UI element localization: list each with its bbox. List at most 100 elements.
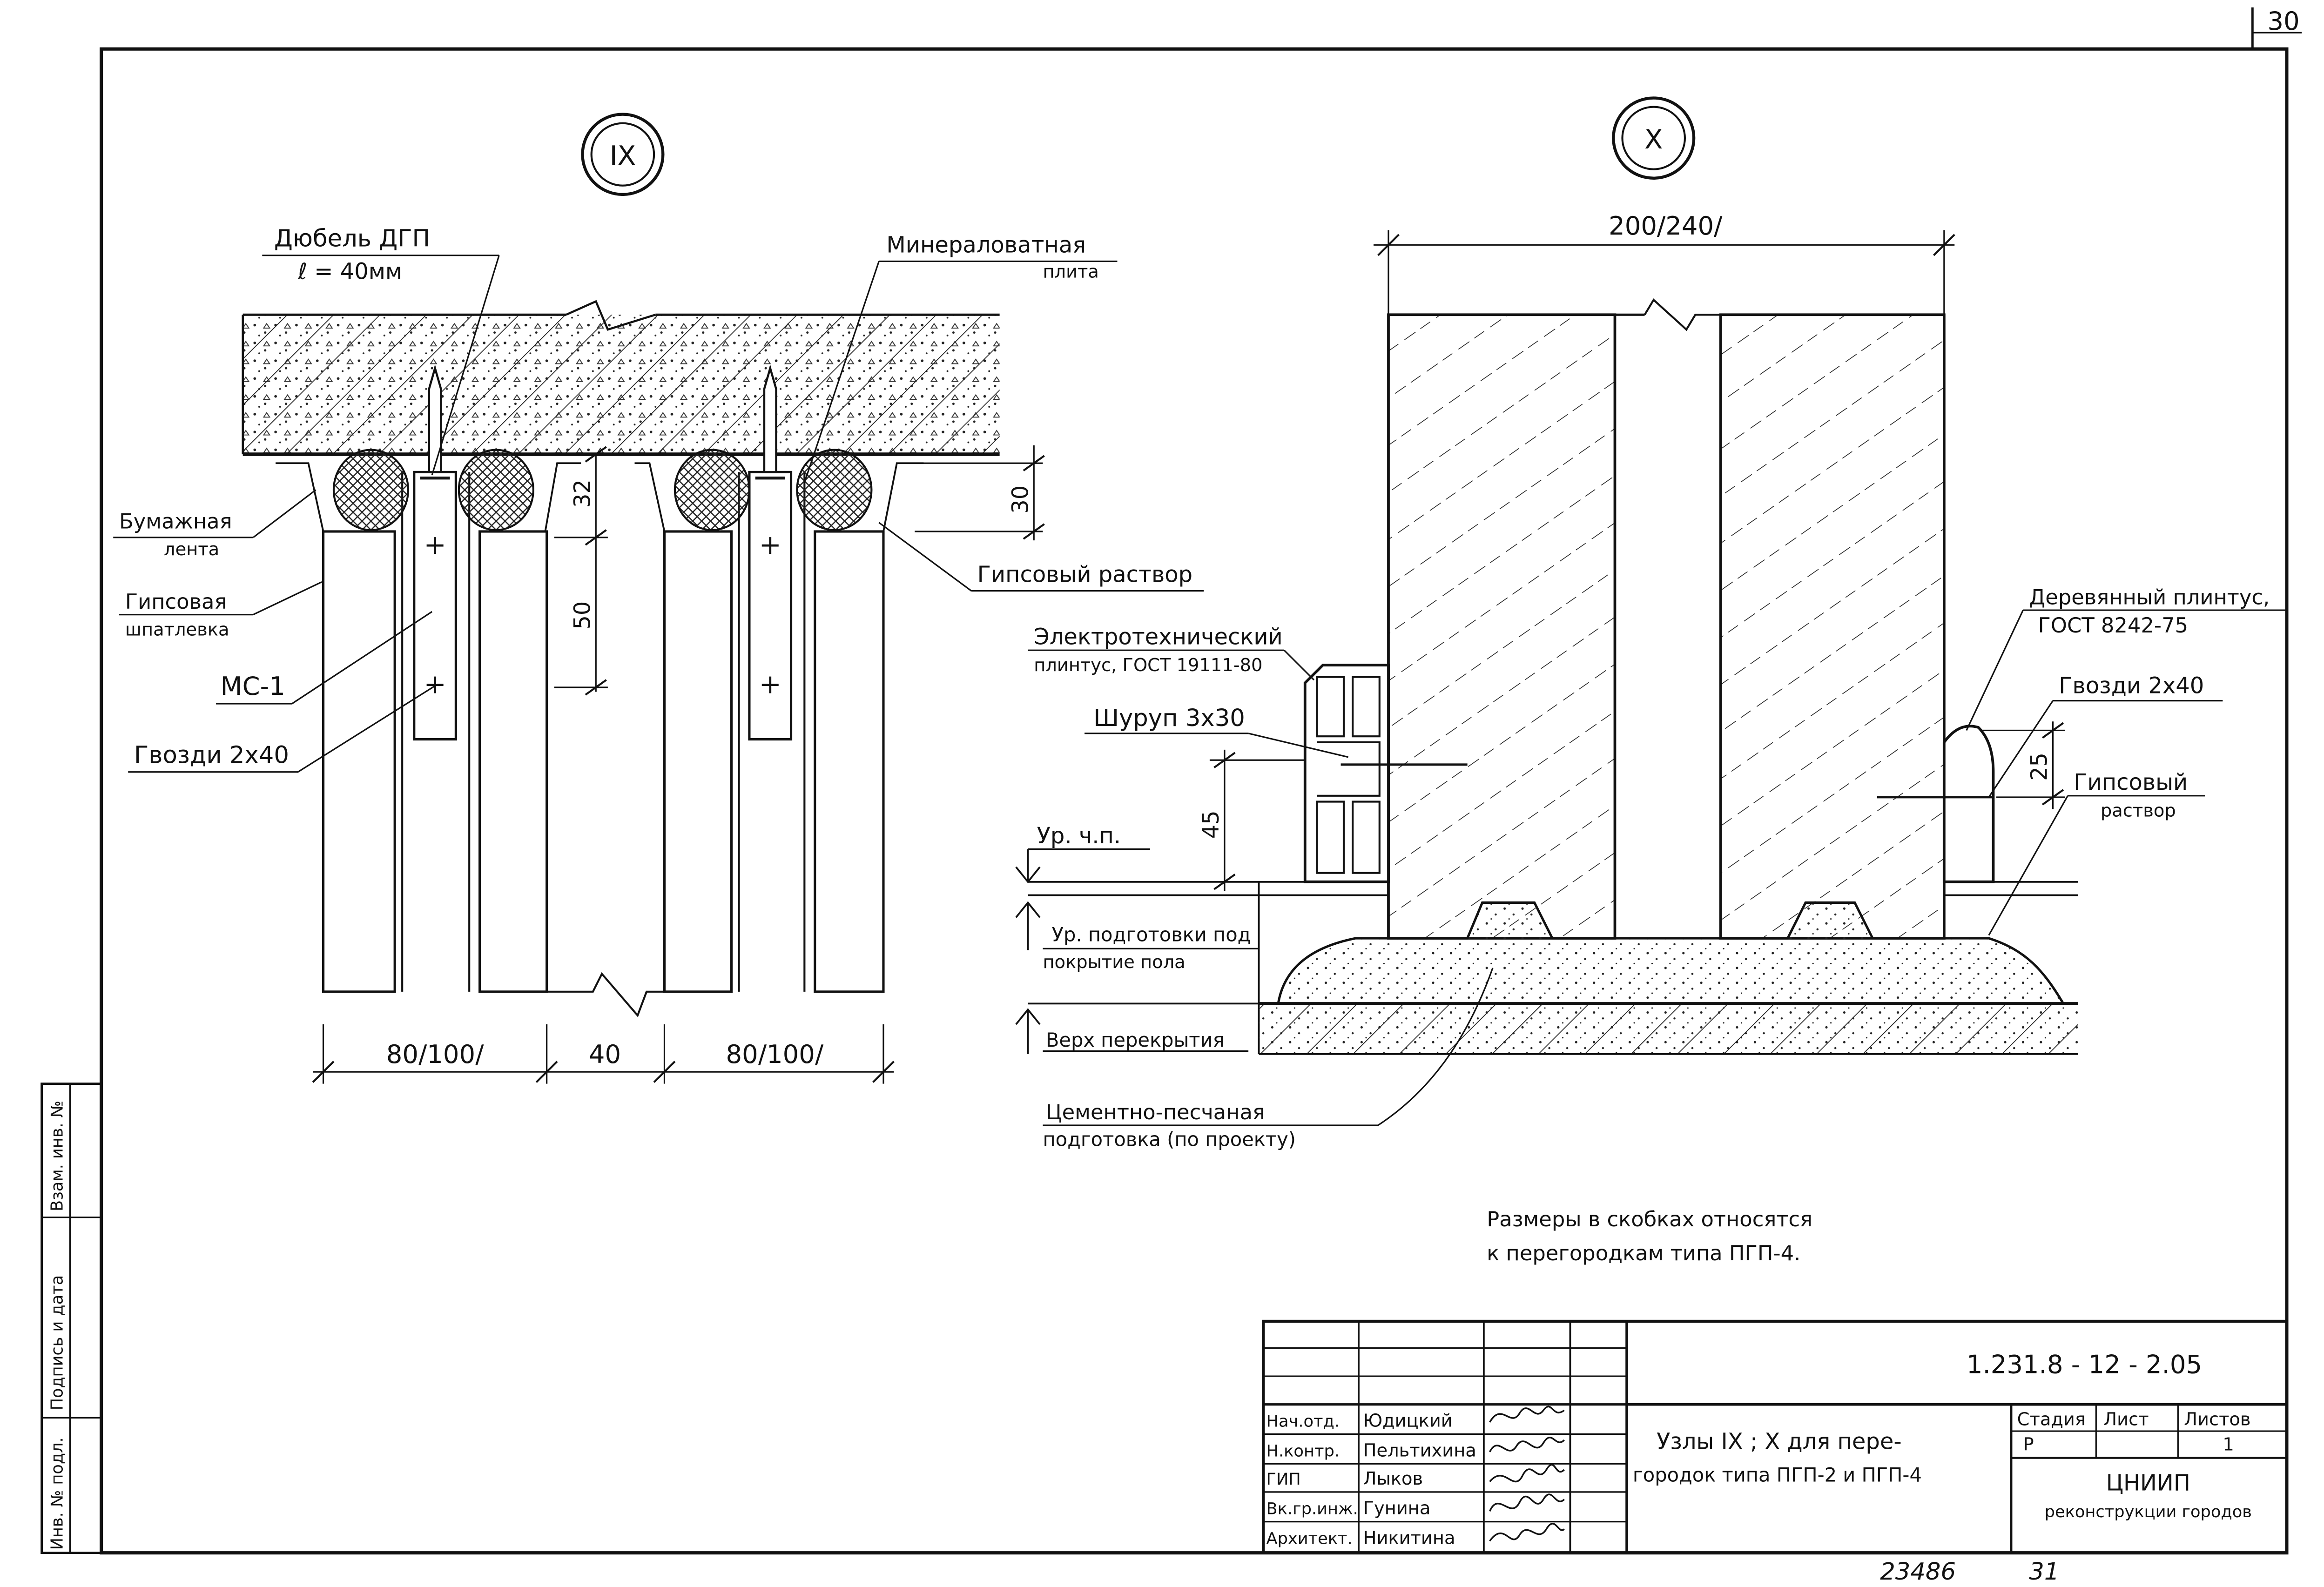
label-slab-top: Верх перекрытия (1046, 1029, 1225, 1051)
stage-value: Р (2023, 1434, 2034, 1455)
ix-vertical-dims: 32 50 (554, 446, 608, 696)
label-prep-level-2: покрытие пола (1043, 952, 1185, 973)
x-width-dim: 200/240/ (1373, 211, 1955, 315)
nail-mark: + (424, 669, 446, 700)
label-dowel-length: ℓ = 40мм (297, 259, 402, 285)
signer-name: Лыков (1363, 1468, 1423, 1489)
note-line-2: к перегородкам типа ПГП-4. (1487, 1241, 1800, 1265)
nail-mark: + (424, 529, 446, 560)
label-mineral-1: Минераловатная (886, 232, 1086, 258)
label-gypsum-mortar: Гипсовый раствор (977, 562, 1192, 588)
signer-role: Вк.гр.инж. (1266, 1500, 1358, 1519)
nail-mark: + (759, 669, 781, 700)
signer-name: Никитина (1363, 1528, 1455, 1549)
sheets-header: Листов (2184, 1409, 2250, 1430)
signer-name: Юдицкий (1363, 1411, 1453, 1432)
stage-header: Стадия (2017, 1409, 2086, 1430)
dim-right: 80/100/ (726, 1040, 823, 1069)
ix-labels: Дюбель ДГП ℓ = 40мм Минераловатная плита… (113, 225, 1204, 773)
label-dowel: Дюбель ДГП (274, 225, 430, 253)
label-wood-plinth-2: ГОСТ 8242-75 (2038, 613, 2188, 638)
node-ix-marker: IX (581, 113, 665, 196)
signers: Нач.отд. Юдицкий Н.контр. Пельтихина ГИП… (1266, 1411, 1476, 1549)
stamp-inv-label: Инв. № подл. (47, 1437, 67, 1550)
signature (1489, 1493, 1565, 1512)
x-dim-45: 45 (1199, 749, 1305, 891)
label-mc1: МС-1 (221, 672, 285, 701)
label-paper-tape-1: Бумажная (119, 509, 232, 534)
title-line-2: городок типа ПГП-2 и ПГП-4 (1633, 1464, 1922, 1486)
title-line-1: Узлы IX ; X для пере- (1657, 1429, 1902, 1454)
dim-left: 80/100/ (386, 1040, 484, 1069)
label-paper-tape-2: лента (164, 539, 219, 560)
org-line-2: реконструкции городов (2045, 1502, 2252, 1521)
note: Размеры в скобках относятся к перегородк… (1487, 1207, 1812, 1265)
ix-partition-left: + + (276, 364, 581, 993)
title-block: 1.231.8 - 12 - 2.05 Узлы IX ; X для пере… (1261, 1319, 2289, 1554)
side-stamp: Инв. № подл. Подпись и дата Взам. инв. № (40, 1083, 103, 1554)
sheet-header: Лист (2103, 1409, 2149, 1430)
label-cement-1: Цементно-песчаная (1046, 1100, 1265, 1124)
label-gypsum-1: Гипсовый (2074, 770, 2188, 795)
signature (1489, 1436, 1565, 1453)
label-electro-1: Электротехнический (1034, 624, 1283, 650)
ix-concrete-slab (242, 300, 1000, 456)
label-screw: Шуруп 3х30 (1093, 705, 1245, 732)
note-line-1: Размеры в скобках относятся (1487, 1207, 1812, 1231)
sheet-number: 30 (2267, 7, 2299, 36)
label-gypsum-putty-2: шпатлевка (125, 619, 229, 640)
dim-mid: 40 (589, 1040, 621, 1069)
node-ix-marker-label: IX (610, 140, 636, 171)
dim-32: 32 (570, 479, 595, 508)
x-level-markers (1015, 849, 1041, 1054)
label-nails-ix: Гвозди 2х40 (134, 742, 289, 769)
signer-role: Н.контр. (1266, 1441, 1340, 1460)
stamp-sign-label: Подпись и дата (47, 1275, 67, 1410)
node-ix: IX + + (113, 113, 1204, 1084)
org-line-1: ЦНИИП (2106, 1471, 2190, 1496)
ix-bottom-dims: 80/100/ 40 80/100/ (312, 1024, 895, 1084)
x-labels: Электротехнический плинтус, ГОСТ 19111-8… (1028, 585, 2287, 1151)
bottom-number-2: 31 (2029, 1558, 2059, 1586)
label-prep-level-1: Ур. подготовки под (1052, 923, 1251, 946)
x-dim-25: 25 (1981, 721, 2065, 809)
signer-role: Нач.отд. (1266, 1412, 1340, 1431)
label-electro-2: плинтус, ГОСТ 19111-80 (1034, 655, 1262, 676)
node-x-marker: X (1612, 96, 1696, 180)
ix-dim-30: 30 (909, 445, 1045, 541)
label-gypsum-2: раствор (2101, 800, 2176, 821)
label-nails-x: Гвозди 2х40 (2059, 673, 2204, 699)
dim-25: 25 (2027, 753, 2053, 781)
bottom-number: 23486 (1880, 1558, 1956, 1586)
label-gypsum-putty-1: Гипсовая (125, 589, 227, 614)
dim-45: 45 (1199, 810, 1224, 839)
sheet-frame: 30 (100, 7, 2302, 1555)
dim-width: 200/240/ (1609, 211, 1723, 241)
node-x-marker-label: X (1644, 124, 1663, 155)
ix-partition-right: + + (634, 364, 924, 993)
x-wood-plinth (1877, 725, 1995, 883)
signature (1489, 1464, 1565, 1483)
signatures (1489, 1405, 1565, 1542)
label-cement-2: подготовка (по проекту) (1043, 1128, 1296, 1151)
x-electro-plinth (1303, 664, 1468, 883)
node-x: X 200/240/ (1015, 96, 2287, 1151)
signature (1489, 1405, 1565, 1423)
doc-code: 1.231.8 - 12 - 2.05 (1967, 1350, 2202, 1379)
ix-break-line (545, 972, 665, 1017)
signer-name: Пельтихина (1363, 1440, 1476, 1461)
label-wood-plinth-1: Деревянный плинтус, (2029, 585, 2270, 609)
signer-role: ГИП (1266, 1470, 1301, 1489)
signature (1489, 1523, 1565, 1542)
dim-50: 50 (570, 601, 595, 630)
stamp-replace-label: Взам. инв. № (47, 1101, 67, 1211)
label-mineral-2: плита (1043, 262, 1098, 282)
sheets-value: 1 (2223, 1434, 2234, 1455)
signer-role: Архитект. (1266, 1529, 1353, 1548)
signer-name: Гунина (1363, 1498, 1431, 1519)
x-panels (1387, 298, 1946, 940)
nail-mark: + (759, 529, 781, 560)
dim-30: 30 (1008, 485, 1033, 514)
label-floor-level: Ур. ч.п. (1037, 823, 1121, 849)
